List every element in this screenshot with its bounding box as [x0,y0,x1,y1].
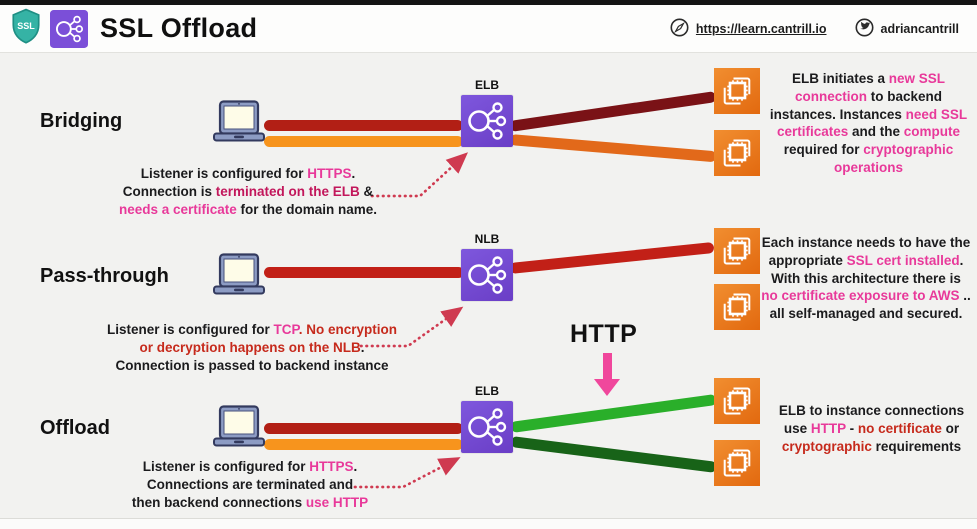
connection-line-https-offload-2 [264,439,463,450]
ec2-instance-icon [714,130,760,176]
learn-site-link[interactable]: https://learn.cantrill.io [695,21,827,36]
connection-line-https-2 [264,136,463,147]
lb-label-bridging: ELB [475,78,499,92]
ec2-instance-icon [714,378,760,424]
backend-line-http-2 [510,436,718,473]
backend-line-ssl-1 [509,91,717,132]
dotted-arrow-passthrough [359,306,464,348]
connection-line-https [264,120,463,131]
window-top-edge [0,0,977,5]
dotted-arrow-bridging [370,152,468,198]
backend-line-tcp [509,241,715,274]
row-label-bridging: Bridging [40,110,123,132]
row-label-offload: Offload [40,417,110,439]
http-flow-label: HTTP [570,320,638,348]
backend-line-http-1 [510,393,717,433]
passthrough-right-text: Each instance needs to have the appropri… [761,235,971,322]
site-link-group: https://learn.cantrill.io [670,18,827,40]
elb-icon-bridging [461,95,513,147]
laptop-icon-bridging [211,100,267,144]
laptop-icon-offload [211,405,267,449]
compass-icon [670,18,689,40]
ec2-instance-icon [714,68,760,114]
twitter-icon [855,18,874,40]
row-label-passthrough: Pass-through [40,265,169,287]
bottom-strip [0,518,977,529]
dotted-arrow-offload [353,457,461,489]
lb-label-offload: ELB [475,384,499,398]
twitter-group: adriancantrill [855,18,960,40]
shield-ssl-text: SSL [17,21,35,31]
laptop-icon-passthrough [211,253,267,297]
http-arrow-head [594,379,620,396]
ec2-instance-icon [714,284,760,330]
load-balancer-icon [50,9,88,48]
bridging-right-text: ELB initiates a new SSL connection to ba… [769,71,968,176]
nlb-icon-passthrough [461,249,513,301]
page-title: SSL Offload [100,13,258,43]
lb-label-passthrough: NLB [474,232,500,246]
offload-right-text: ELB to instance connections use HTTP - n… [778,403,965,454]
bridging-note: Listener is configured for HTTPS. Connec… [118,166,378,217]
twitter-handle[interactable]: adriancantrill [880,21,960,36]
header-bar: SSL SSL Offload [0,5,977,53]
elb-icon-offload [461,401,513,453]
http-arrow-shaft [603,353,612,380]
connection-line-https-offload [264,423,463,434]
connection-line-tcp [264,267,464,278]
ssl-shield-icon: SSL [10,8,42,49]
header-links: https://learn.cantrill.io adriancantrill [670,18,959,40]
offload-note: Listener is configured for HTTPS. Connec… [131,459,369,510]
passthrough-note: Listener is configured for TCP. No encry… [106,322,398,373]
backend-line-ssl-2 [509,134,717,163]
ec2-instance-icon [714,440,760,486]
ec2-instance-icon [714,228,760,274]
